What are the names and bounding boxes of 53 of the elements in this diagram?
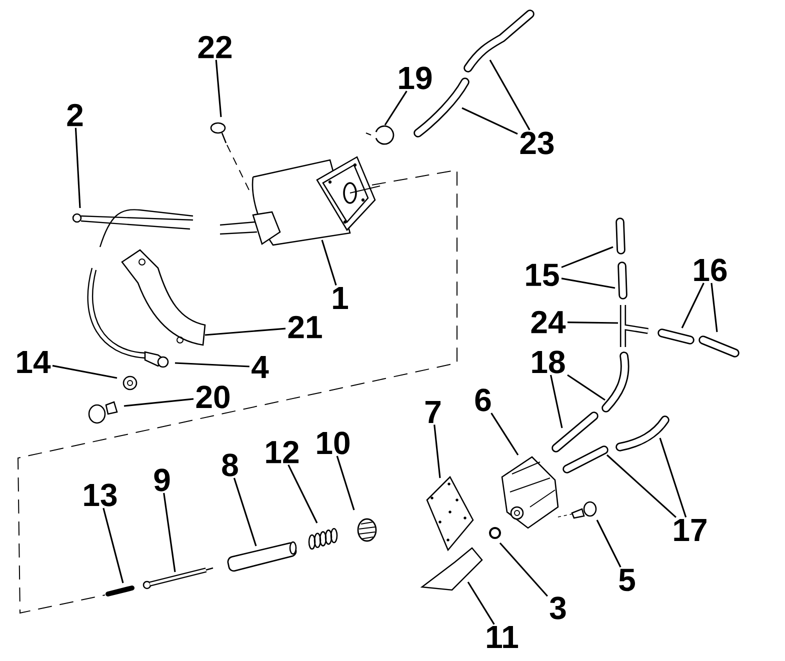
callout-number: 6 bbox=[475, 388, 491, 412]
callout-number: 23 bbox=[520, 132, 554, 154]
callout-number: 21 bbox=[288, 316, 322, 338]
callout-number: 3 bbox=[550, 596, 566, 620]
callout-number: 14 bbox=[17, 351, 51, 373]
callout-number: 19 bbox=[399, 66, 432, 90]
leader-line bbox=[336, 456, 355, 510]
callout-number: 20 bbox=[196, 386, 230, 408]
callout-number: 15 bbox=[526, 264, 559, 286]
leader-line bbox=[561, 246, 614, 268]
callout-number: 11 bbox=[487, 626, 518, 648]
leader-line bbox=[434, 424, 441, 478]
leader-line bbox=[384, 90, 408, 126]
leader-line bbox=[596, 520, 622, 568]
leader-line bbox=[550, 374, 563, 428]
callout-number: 12 bbox=[266, 440, 299, 464]
callout-number: 8 bbox=[222, 454, 238, 476]
leader-line bbox=[102, 508, 124, 584]
leader-line bbox=[561, 278, 616, 289]
callout-number: 24 bbox=[531, 310, 566, 334]
leader-line bbox=[467, 582, 495, 625]
leader-line bbox=[288, 464, 318, 524]
leader-line bbox=[567, 321, 618, 324]
leader-line bbox=[490, 412, 519, 456]
leader-line bbox=[462, 107, 518, 135]
leader-line bbox=[489, 60, 530, 130]
callout-number: 4 bbox=[252, 356, 269, 378]
leader-line bbox=[659, 438, 687, 518]
leader-line bbox=[606, 454, 676, 518]
leader-line bbox=[204, 328, 286, 336]
callout-number: 9 bbox=[154, 468, 170, 492]
leader-line bbox=[567, 374, 606, 401]
leader-line bbox=[215, 60, 222, 118]
leader-line bbox=[163, 492, 176, 572]
leader-line bbox=[321, 240, 337, 286]
callout-number: 7 bbox=[425, 401, 440, 423]
leader-line bbox=[74, 128, 81, 208]
leader-line bbox=[233, 478, 257, 546]
leader-line bbox=[124, 398, 194, 407]
callout-number: 18 bbox=[532, 350, 565, 374]
callout-number: 2 bbox=[67, 104, 83, 126]
callout-number: 5 bbox=[619, 568, 635, 592]
leader-line bbox=[710, 282, 718, 332]
leader-line bbox=[52, 364, 118, 379]
callout-number: 17 bbox=[674, 519, 706, 541]
callout-number: 1 bbox=[333, 287, 348, 309]
callout-number: 22 bbox=[198, 36, 232, 58]
callout-number: 16 bbox=[694, 258, 727, 282]
callout-number: 13 bbox=[84, 484, 117, 506]
leader-line bbox=[174, 362, 250, 368]
callout-number: 10 bbox=[317, 432, 350, 454]
leader-line bbox=[681, 282, 704, 328]
leader-line bbox=[499, 542, 548, 597]
